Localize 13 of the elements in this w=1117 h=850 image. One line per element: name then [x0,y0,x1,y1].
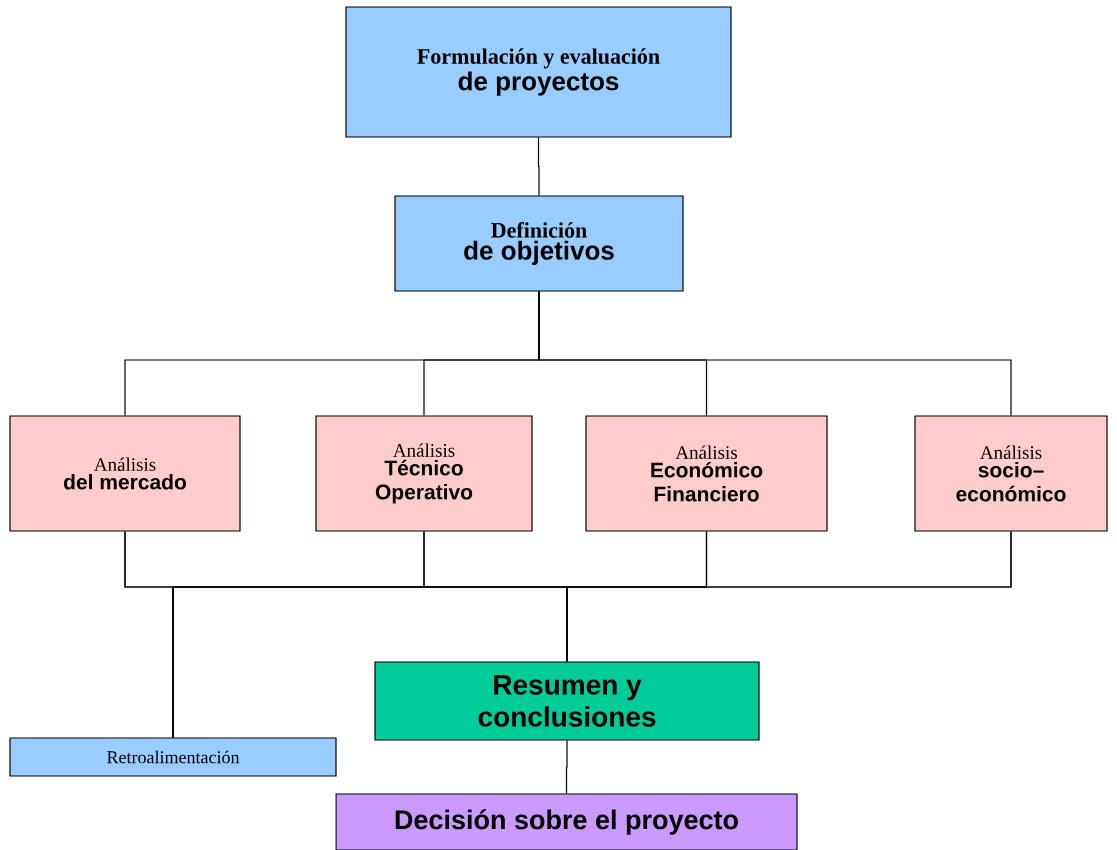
decision-box: Decisión sobre el proyecto [335,793,798,850]
feedback-box: Retroalimentación [9,737,337,777]
process-box: Definición de objetivos [394,195,684,292]
analysis-box: Análisis Técnico Operativo [315,415,533,532]
connector-line [565,740,568,794]
connector-line [537,137,540,196]
connector-line [538,291,1012,416]
connector-line [172,531,1012,738]
analysis-box: Análisis Económico Financiero [585,415,828,532]
summary-box: Resumen y conclusiones [374,661,760,741]
analysis-box: Análisis del mercado [9,415,241,532]
title-box: Formulación y evaluación de proyectos [345,6,732,138]
analysis-box: Análisis socio–económico [914,415,1108,532]
